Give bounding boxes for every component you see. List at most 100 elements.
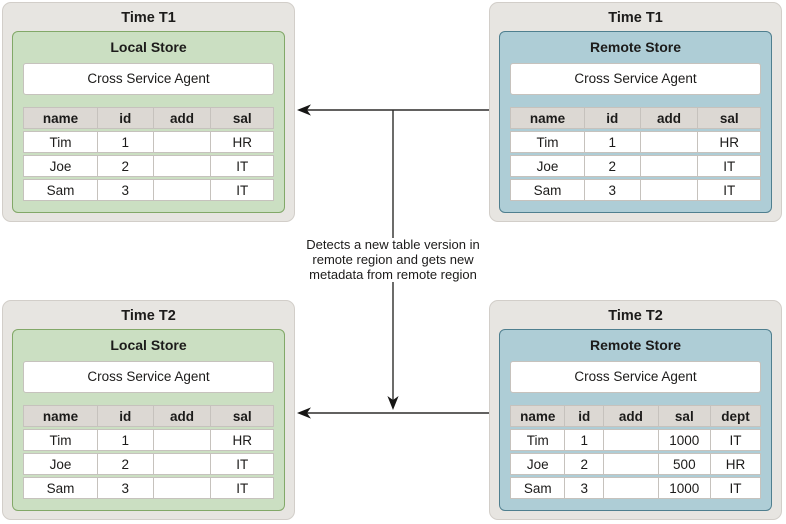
column-header: id: [565, 405, 605, 427]
table-cell: [153, 179, 212, 201]
column-header: sal: [698, 107, 761, 129]
table-cell: IT: [698, 179, 761, 201]
table-cell: 3: [98, 477, 154, 499]
time-title: Time T1: [121, 10, 176, 26]
table-cell: 2: [585, 155, 641, 177]
table-cell: Sam: [510, 477, 566, 499]
annotation-text: Detects a new table version in remote re…: [283, 237, 503, 283]
table-cell: 2: [565, 453, 605, 475]
cross-service-agent-box: Cross Service Agent: [510, 63, 761, 95]
panel-t1-local: Time T1 Local Store Cross Service Agent …: [2, 2, 295, 222]
panel-t2-remote: Time T2 Remote Store Cross Service Agent…: [489, 300, 782, 520]
table-cell: 1000: [658, 429, 711, 451]
store-title: Remote Store: [589, 337, 682, 353]
table-cell: Sam: [510, 179, 586, 201]
table-cell: HR: [710, 453, 761, 475]
column-header: name: [510, 107, 586, 129]
table-cell: 2: [98, 453, 154, 475]
column-header: add: [153, 405, 212, 427]
annotation-line: remote region and gets new: [312, 251, 474, 267]
table-cell: Tim: [23, 131, 99, 153]
annotation-line: Detects a new table version in: [306, 237, 480, 252]
table-cell: IT: [211, 477, 274, 499]
table-cell: [153, 131, 212, 153]
column-header: add: [153, 107, 212, 129]
table-cell: Tim: [510, 429, 566, 451]
table-cell: 3: [585, 179, 641, 201]
table-cell: [604, 429, 659, 451]
column-header: name: [23, 405, 99, 427]
column-header: add: [604, 405, 659, 427]
table-cell: [640, 131, 699, 153]
panel-t2-local: Time T2 Local Store Cross Service Agent …: [2, 300, 295, 520]
arrowhead-down-icon: [387, 396, 399, 410]
table-cell: 1: [98, 131, 154, 153]
table-cell: HR: [211, 429, 274, 451]
table-cell: 3: [565, 477, 605, 499]
table-cell: 1000: [658, 477, 711, 499]
table-cell: Joe: [510, 155, 586, 177]
table-cell: 1: [585, 131, 641, 153]
store-title: Local Store: [110, 337, 187, 353]
table-cell: 1: [565, 429, 605, 451]
column-header: name: [510, 405, 566, 427]
table-cell: IT: [698, 155, 761, 177]
table-cell: [604, 453, 659, 475]
table-cell: Joe: [23, 155, 99, 177]
table-cell: [153, 453, 212, 475]
column-header: name: [23, 107, 99, 129]
table-cell: [153, 429, 212, 451]
column-header: id: [98, 405, 154, 427]
table-cell: [640, 179, 699, 201]
column-header: id: [585, 107, 641, 129]
annotation-line: metadata from remote region: [309, 266, 477, 282]
table-cell: IT: [211, 155, 274, 177]
table-cell: 2: [98, 155, 154, 177]
store-title: Remote Store: [589, 39, 682, 55]
arrowhead-left-t2-icon: [297, 407, 311, 419]
table-cell: Tim: [23, 429, 99, 451]
table-cell: 1: [98, 429, 154, 451]
cross-service-agent-box: Cross Service Agent: [23, 63, 274, 95]
time-title: Time T1: [608, 10, 663, 26]
table-cell: IT: [211, 453, 274, 475]
table-cell: 500: [658, 453, 711, 475]
table-cell: HR: [698, 131, 761, 153]
time-title: Time T2: [121, 308, 176, 324]
store-title: Local Store: [110, 39, 187, 55]
table-cell: IT: [710, 429, 761, 451]
table-cell: IT: [211, 179, 274, 201]
table-cell: Sam: [23, 477, 99, 499]
cross-service-agent-box: Cross Service Agent: [510, 361, 761, 393]
column-header: dept: [710, 405, 761, 427]
table-cell: [640, 155, 699, 177]
column-header: id: [98, 107, 154, 129]
table-cell: Sam: [23, 179, 99, 201]
column-header: add: [640, 107, 699, 129]
table-cell: [153, 477, 212, 499]
panel-t1-remote: Time T1 Remote Store Cross Service Agent…: [489, 2, 782, 222]
table-cell: HR: [211, 131, 274, 153]
table-cell: Joe: [510, 453, 566, 475]
